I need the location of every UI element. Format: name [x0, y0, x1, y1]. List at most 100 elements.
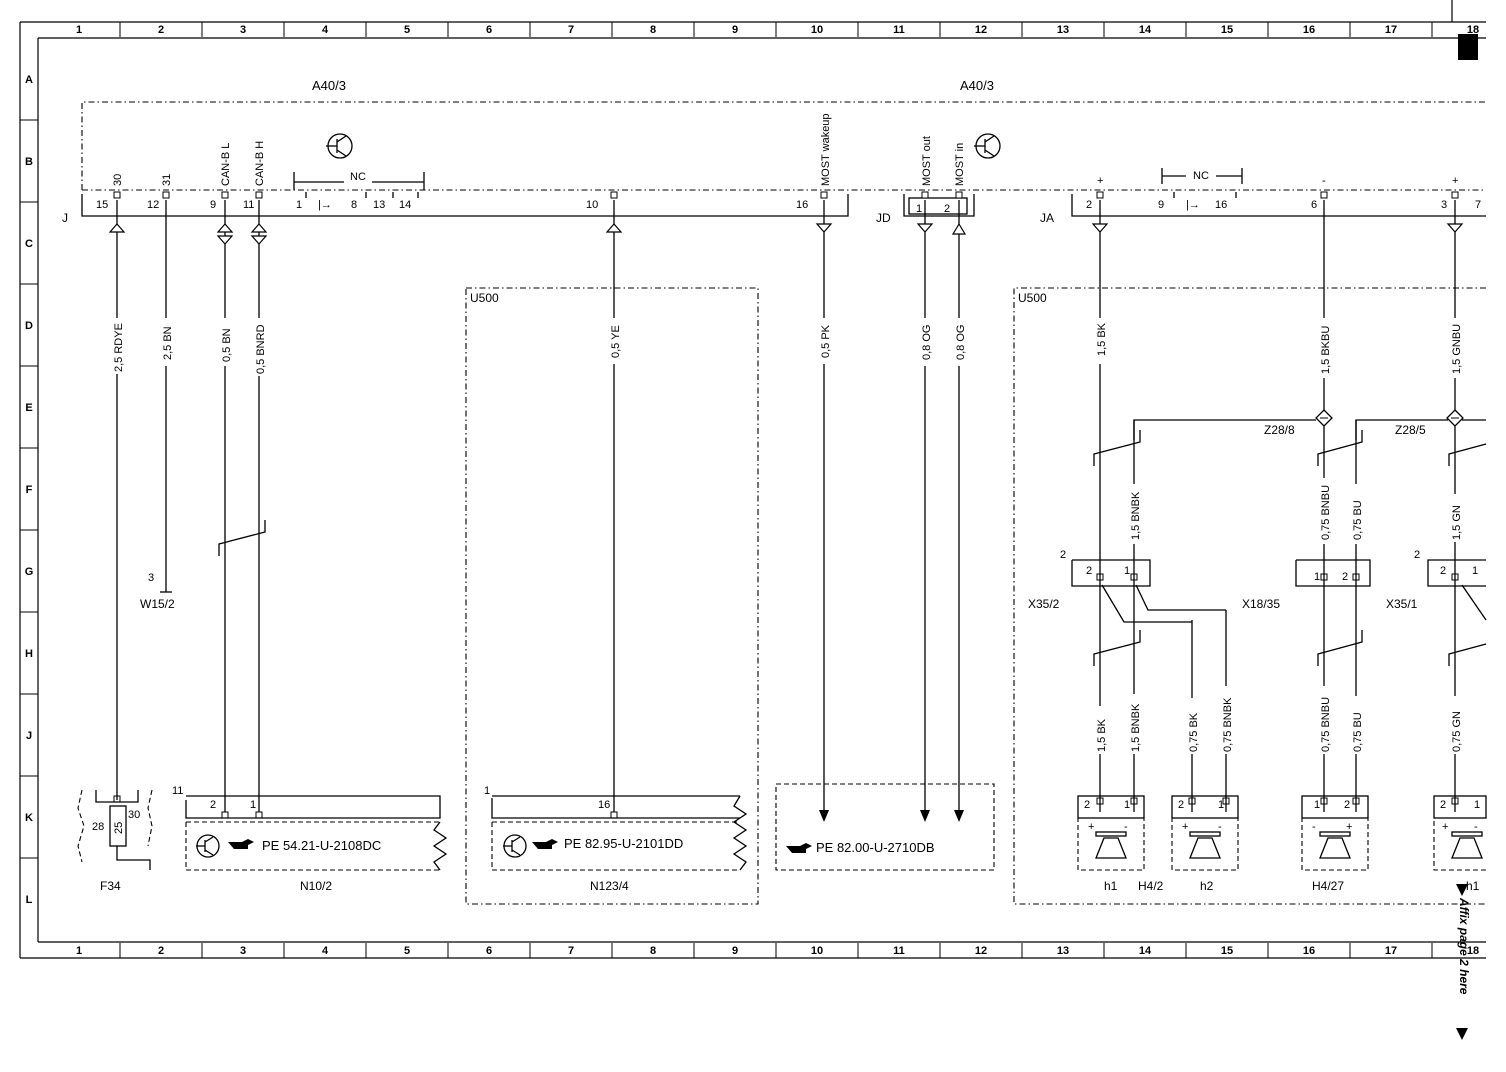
component-label: H4/2 — [1138, 879, 1164, 893]
pin-stub — [955, 191, 963, 199]
pin-stub — [162, 191, 170, 199]
u500-label: U500 — [470, 291, 499, 305]
speaker-h4-27: 1 2 - + H4/27 — [1301, 795, 1369, 893]
pin-stub — [1320, 191, 1328, 199]
fuse-label: 25 — [113, 822, 125, 834]
connector-j-label: J — [62, 211, 68, 225]
wire-label: 0,75 BU — [1352, 500, 1364, 540]
pin-label: 9 — [1158, 199, 1164, 211]
reference-label: PE 82.95-U-2101DD — [564, 836, 683, 851]
wire-markers — [108, 222, 1464, 822]
grid-column-label: 15 — [1221, 24, 1233, 36]
most-reference-box: PE 82.00-U-2710DB — [775, 783, 995, 871]
u500-left-box: U500 — [465, 287, 759, 905]
bridge-icon: |→ — [318, 199, 332, 211]
signal-label: MOST wakeup — [820, 113, 832, 186]
polarity-label: - — [1218, 821, 1222, 833]
grid-column-label: 18 — [1467, 945, 1479, 957]
grid-column-label: 1 — [76, 945, 82, 957]
wire-label: 1,5 BK — [1096, 718, 1108, 752]
speaker-icon — [1189, 831, 1221, 859]
pin-label: 1 — [484, 785, 490, 797]
pin-label: 14 — [399, 199, 411, 211]
pin-label: 3 — [1441, 199, 1447, 211]
pin-label: 1 — [1124, 799, 1130, 811]
signal-label: - — [1322, 175, 1326, 187]
pin-stub — [221, 811, 229, 819]
module-name-right: A40/3 — [960, 78, 994, 93]
pin-stub — [921, 191, 929, 199]
pin-label: 11 — [243, 199, 254, 211]
speaker-label: h2 — [1200, 879, 1214, 893]
pin-label: 13 — [373, 199, 385, 211]
pin-label: 16 — [796, 199, 808, 211]
wire-label: 1,5 BNBK — [1130, 491, 1142, 540]
pin-stub — [221, 191, 229, 199]
grid-column-label: 2 — [158, 945, 164, 957]
module-n123-4: 1 16 PE 82.95-U-2101DD N123/4 — [484, 785, 748, 893]
connector-x18-35: 1 2 X18/35 — [1242, 559, 1371, 611]
wire-label: 0,5 PK — [820, 324, 832, 358]
terminal-marker — [216, 223, 234, 233]
pin-stub — [610, 191, 618, 199]
reference-hand-icon — [786, 843, 812, 853]
grid-column-label: 17 — [1385, 24, 1397, 36]
signal-arrow — [819, 810, 829, 822]
pin-label: 2 — [1440, 565, 1446, 577]
terminal-marker — [250, 235, 268, 245]
polarity-label: + — [1182, 821, 1188, 833]
nc-label: NC — [350, 171, 366, 183]
pin-label: 12 — [147, 199, 159, 211]
connector-label: X35/1 — [1386, 597, 1418, 611]
signal-label: 30 — [112, 174, 124, 186]
wire-label: 0,75 BNBU — [1320, 485, 1332, 540]
ground-label: W15/2 — [140, 597, 175, 611]
pin-label: 11 — [172, 785, 183, 797]
terminal-marker — [216, 235, 234, 245]
pin-label: 7 — [1475, 199, 1481, 211]
wire-label: 0,5 BNRD — [255, 324, 267, 374]
wire-label: 0,5 YE — [610, 325, 622, 358]
wire-label: 0,75 GN — [1451, 711, 1463, 752]
speaker-icon — [1095, 831, 1127, 859]
wire-label: 1,5 GNBU — [1451, 324, 1463, 374]
grid-column-label: 13 — [1057, 24, 1069, 36]
component-label: F34 — [100, 879, 121, 893]
reference-label: PE 54.21-U-2108DC — [262, 838, 381, 853]
pin-label: 1 — [1314, 799, 1320, 811]
terminal-marker — [815, 223, 833, 233]
reference-hand-icon — [228, 839, 254, 849]
pin-stub — [113, 191, 121, 199]
wire-label: 2,5 RDYE — [113, 323, 125, 372]
module-n10-2: 11 2 1 PE 54.21-U-2108DC N10/2 — [172, 785, 448, 893]
wire-label: 1,5 BKBU — [1320, 326, 1332, 374]
grid-column-label: 5 — [404, 24, 410, 36]
splice-z28-5: Z28/5 — [1395, 409, 1464, 437]
grid-column-label: 11 — [893, 24, 905, 36]
pin-label: 3 — [148, 572, 154, 584]
wire-label: 1,5 BNBK — [1130, 703, 1142, 752]
grid-column-label: 18 — [1467, 24, 1479, 36]
grid-column-label: 9 — [732, 24, 738, 36]
corner-block — [1458, 34, 1478, 60]
connector-label: X18/35 — [1242, 597, 1280, 611]
grid-row-label: B — [25, 156, 33, 168]
pin-stub — [255, 191, 263, 199]
grid-column-label: 10 — [811, 945, 823, 957]
wire-label: 1,5 GN — [1451, 505, 1463, 540]
fuse-label: 30 — [128, 809, 140, 821]
signal-label: MOST in — [954, 143, 966, 186]
ground-w15-2: 3 W15/2 — [140, 572, 175, 611]
connector-label: X35/2 — [1028, 597, 1060, 611]
grid-row-label: H — [25, 648, 33, 660]
transistor-icon — [326, 133, 353, 159]
pin-stubs — [113, 191, 1459, 819]
pin-stub — [255, 811, 263, 819]
polarity-label: - — [1124, 821, 1128, 833]
pin-label: 1 — [1124, 565, 1130, 577]
grid-column-label: 16 — [1303, 24, 1315, 36]
